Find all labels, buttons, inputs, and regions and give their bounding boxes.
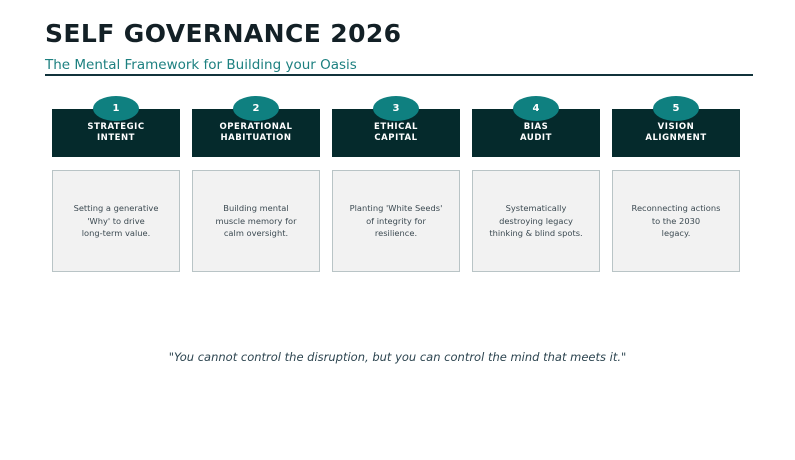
card-description: Building mental muscle memory for calm o…	[215, 202, 297, 239]
footer-quote: "You cannot control the disruption, but …	[168, 350, 627, 364]
card-body: Systematically destroying legacy thinkin…	[472, 170, 600, 272]
card-description: Planting 'White Seeds' of integrity for …	[349, 202, 443, 239]
card-description: Reconnecting actions to the 2030 legacy.	[631, 202, 721, 239]
card-title: OPERATIONAL HABITUATION	[219, 121, 293, 143]
card-description: Setting a generative 'Why' to drive long…	[73, 202, 159, 239]
card-number-badge: 2	[233, 96, 279, 121]
card-title: STRATEGIC INTENT	[87, 121, 145, 143]
card-header: OPERATIONAL HABITUATION	[192, 109, 320, 157]
card-number-badge: 1	[93, 96, 139, 121]
card-number-badge: 3	[373, 96, 419, 121]
card-body: Building mental muscle memory for calm o…	[192, 170, 320, 272]
card-description: Systematically destroying legacy thinkin…	[489, 202, 583, 239]
page-title: SELF GOVERNANCE 2026	[45, 19, 402, 48]
page-subtitle: The Mental Framework for Building your O…	[45, 57, 357, 73]
card-body: Setting a generative 'Why' to drive long…	[52, 170, 180, 272]
card-title: BIAS AUDIT	[520, 121, 552, 143]
card-title: ETHICAL CAPITAL	[374, 121, 418, 143]
card-body: Reconnecting actions to the 2030 legacy.	[612, 170, 740, 272]
card-body: Planting 'White Seeds' of integrity for …	[332, 170, 460, 272]
card-number-badge: 5	[653, 96, 699, 121]
header-divider	[45, 74, 753, 76]
card-title: VISION ALIGNMENT	[645, 121, 707, 143]
card-number-badge: 4	[513, 96, 559, 121]
